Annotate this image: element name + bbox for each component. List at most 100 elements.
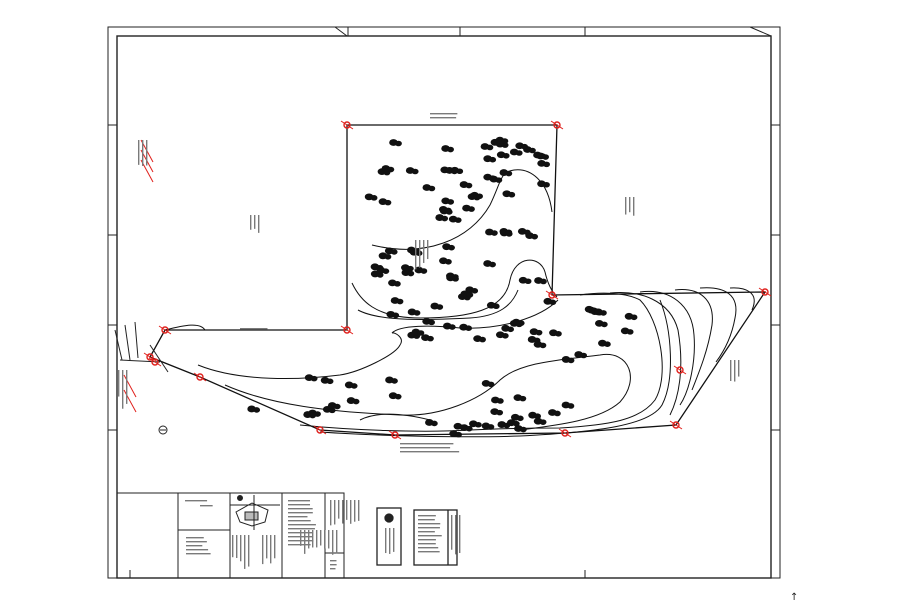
tree-symbol — [490, 408, 504, 416]
tree-symbol — [499, 169, 513, 177]
tree-symbol — [594, 308, 607, 316]
annotation-text-block — [418, 515, 442, 553]
tree-symbol — [459, 323, 472, 331]
survey-marker — [388, 430, 402, 440]
tree-symbol — [449, 430, 462, 438]
tree-symbol — [561, 401, 575, 409]
tree-symbol — [441, 145, 454, 153]
annotation-text-block — [185, 500, 208, 502]
tree-symbol — [388, 279, 401, 287]
tree-symbol — [481, 379, 495, 388]
tree-symbol — [533, 340, 547, 349]
annotation-text-block — [240, 328, 268, 330]
tree-symbol — [528, 411, 541, 420]
tree-symbol — [422, 317, 435, 326]
tree-symbol — [529, 328, 543, 336]
tree-symbol — [483, 260, 496, 268]
frame-ticks — [108, 27, 780, 578]
tree-symbol — [514, 425, 527, 433]
survey-marker — [558, 428, 572, 438]
tree-symbol — [594, 319, 608, 328]
tree-symbol — [384, 247, 398, 255]
tree-symbol — [376, 266, 390, 274]
legend-tree-symbol — [384, 513, 394, 523]
tree-symbol — [469, 420, 482, 428]
tree-symbol — [459, 181, 473, 189]
left-access-lines — [114, 321, 169, 373]
tree-symbol — [414, 266, 428, 274]
plan-annotations — [118, 113, 740, 453]
tree-symbol — [534, 277, 547, 285]
tree-symbol — [370, 270, 384, 278]
tree-symbol — [439, 257, 452, 265]
tree-symbol — [473, 335, 486, 343]
legend-text — [385, 515, 461, 555]
tree-symbol — [407, 308, 421, 316]
tree-symbol — [495, 331, 509, 339]
tree-symbol — [561, 356, 575, 364]
tree-symbol — [446, 274, 459, 282]
title-block — [116, 492, 345, 579]
tree-symbol — [624, 312, 638, 321]
tree-symbol — [509, 319, 523, 328]
tree-symbol — [389, 139, 402, 147]
tree-symbol — [405, 167, 419, 175]
survey-marker — [148, 357, 162, 367]
tree-symbol — [422, 184, 436, 192]
tree-symbol — [620, 327, 634, 335]
north-symbol — [158, 425, 168, 435]
tree-symbol — [390, 297, 404, 305]
tree-symbol — [501, 324, 515, 333]
annotation-text-block — [186, 537, 211, 555]
tree-symbol — [502, 190, 516, 198]
annotation-text-block — [415, 240, 429, 270]
tree-symbol — [485, 228, 498, 236]
survey-marker — [550, 120, 564, 130]
annotation-text-block — [262, 535, 276, 565]
tree-symbol — [495, 136, 509, 144]
survey-marker — [669, 420, 683, 430]
annotation-text-block — [250, 215, 260, 233]
tree-symbol — [364, 193, 378, 201]
annotation-text-block — [400, 443, 460, 453]
tree-symbol — [496, 151, 510, 159]
tree-symbol — [378, 252, 392, 260]
tree-symbol — [430, 302, 444, 310]
tree-symbol — [320, 376, 334, 385]
tree-symbol — [549, 329, 562, 337]
tree-symbol — [247, 405, 261, 413]
vicinity-map — [230, 495, 280, 530]
survey-marker — [545, 290, 559, 300]
annotation-text-block — [330, 560, 337, 570]
tree-symbol — [386, 310, 400, 319]
annotation-text-block — [430, 113, 458, 119]
tree-symbol — [523, 146, 536, 154]
survey-marker — [340, 325, 354, 335]
survey-marker — [673, 365, 687, 375]
tree-symbol — [322, 405, 336, 414]
north-arrow-mark: ↑ — [790, 592, 798, 600]
tree-symbol — [497, 421, 511, 429]
annotation-text-block — [118, 370, 128, 409]
annotation-text-block — [330, 500, 360, 526]
tree-symbol — [378, 198, 392, 206]
tree-symbol — [537, 180, 550, 188]
tree-symbol — [435, 214, 449, 222]
tree-cluster — [247, 136, 638, 438]
tree-symbol — [489, 175, 503, 183]
sheet-frame — [107, 26, 781, 579]
tree-symbol — [346, 397, 360, 405]
annotation-text-block — [385, 528, 395, 554]
annotation-text-block — [625, 197, 635, 216]
tree-symbol — [344, 381, 358, 389]
tree-symbol — [401, 269, 415, 277]
notes-box — [413, 509, 458, 566]
tree-symbol — [518, 276, 532, 285]
annotation-text-block — [200, 505, 213, 507]
tree-symbol — [481, 422, 495, 430]
tree-symbol — [507, 419, 520, 427]
tree-symbol — [517, 227, 531, 236]
